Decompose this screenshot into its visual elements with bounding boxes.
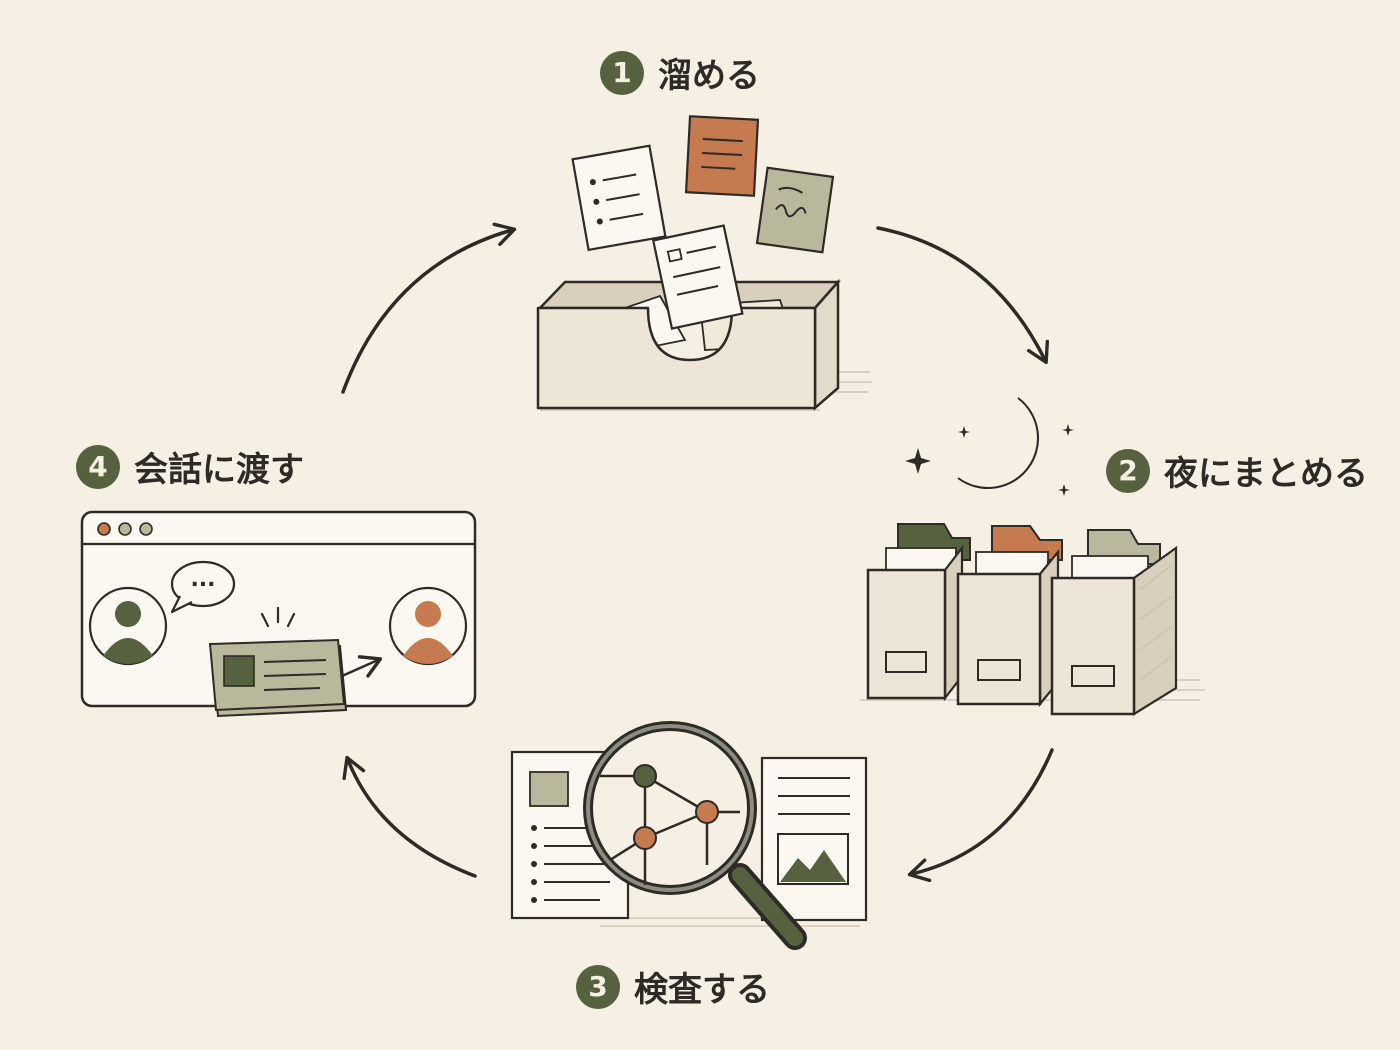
avatar-right <box>388 586 468 666</box>
step-4-text: 会話に渡す <box>134 450 304 490</box>
step-2-text: 夜にまとめる <box>1164 454 1368 494</box>
inspection-illustration <box>510 721 868 950</box>
step-4-label: 4 会話に渡す <box>76 442 304 491</box>
step-2-badge: 2 <box>1106 448 1150 493</box>
speech-bubble-text: ... <box>190 567 215 592</box>
inbox-tray-illustration <box>536 115 872 411</box>
step-3-label: 3 検査する <box>576 962 770 1011</box>
chat-window-illustration: ... <box>80 510 477 718</box>
avatar-left <box>88 586 168 666</box>
arrow-step4-to-step1 <box>341 222 517 394</box>
handoff-arrow <box>340 655 383 678</box>
step-3-text: 検査する <box>634 970 770 1010</box>
speech-bubble: ... <box>170 560 236 614</box>
moon-icon <box>957 397 1039 489</box>
context-card <box>208 606 383 718</box>
step-1-label: 1 溜める <box>600 48 760 97</box>
step-2-label: 2 夜にまとめる <box>1106 446 1368 495</box>
sparkle-icon <box>905 424 1074 496</box>
step-3-badge: 3 <box>576 964 620 1009</box>
arrow-step3-to-step4 <box>342 755 477 878</box>
arrow-step1-to-step2 <box>876 226 1050 365</box>
step-4-badge: 4 <box>76 444 120 489</box>
arrow-step2-to-step3 <box>907 748 1054 883</box>
step-1-badge: 1 <box>600 50 644 95</box>
file-boxes-illustration <box>860 523 1205 716</box>
step-1-text: 溜める <box>658 56 760 96</box>
